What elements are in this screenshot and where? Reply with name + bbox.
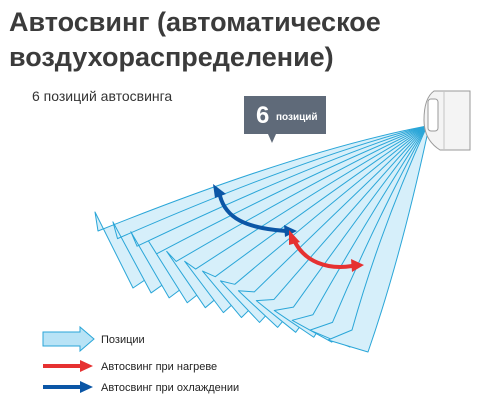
blue-arrow-icon xyxy=(43,381,93,393)
airflow-positions xyxy=(94,125,428,353)
page-title: Автосвинг (автоматическое воздухораспред… xyxy=(9,7,381,72)
legend: Позиции Автосвинг при нагреве Автосвинг … xyxy=(42,325,239,394)
badge-label: позиций xyxy=(276,112,318,123)
positions-badge: 6 позиций xyxy=(244,96,326,143)
legend-label-heating: Автосвинг при нагреве xyxy=(101,361,217,373)
legend-item-positions: Позиции xyxy=(42,325,145,353)
air-conditioner-icon xyxy=(423,90,471,151)
light-blue-arrow-icon xyxy=(42,325,95,353)
legend-label-positions: Позиции xyxy=(101,334,145,346)
legend-label-cooling: Автосвинг при охлаждении xyxy=(101,382,239,394)
heating-swing-arrow xyxy=(289,230,364,272)
badge-number: 6 xyxy=(256,102,269,129)
airflow-position-arrow xyxy=(327,125,428,353)
subtitle: 6 позиций автосвинга xyxy=(32,88,173,104)
red-arrow-icon xyxy=(43,360,93,372)
cooling-swing-arrow xyxy=(213,184,297,237)
legend-item-heating: Автосвинг при нагреве xyxy=(43,360,217,373)
legend-item-cooling: Автосвинг при охлаждении xyxy=(43,381,239,394)
